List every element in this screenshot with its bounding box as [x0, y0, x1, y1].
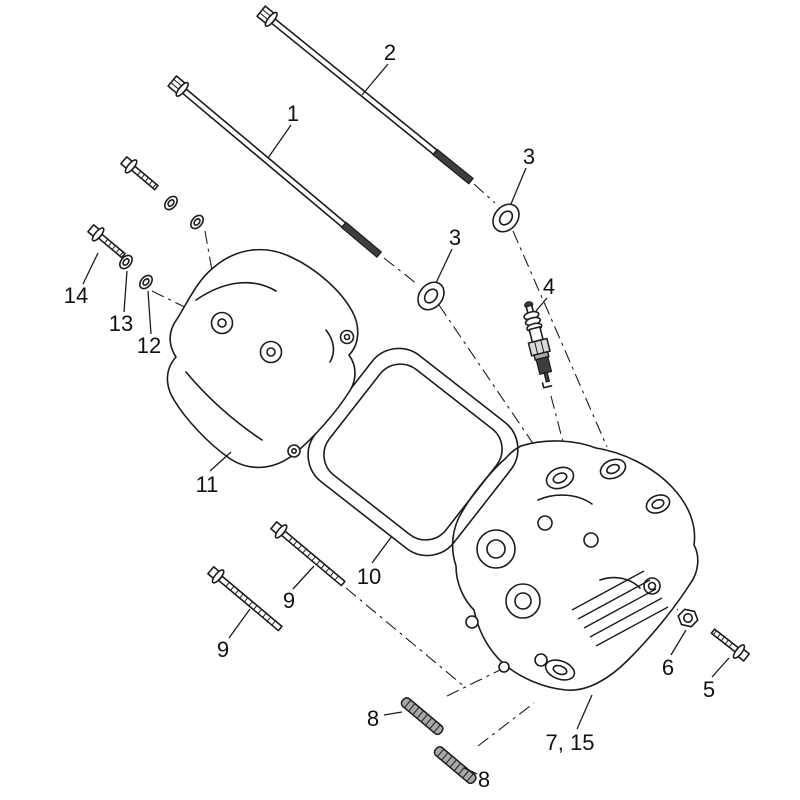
callout-1: 1 — [287, 101, 299, 126]
callout-2: 2 — [384, 40, 396, 65]
callout-11: 11 — [196, 472, 219, 497]
leader-line-5 — [711, 657, 730, 678]
cooling-fin — [571, 570, 645, 611]
part-washer-3-lower — [411, 276, 451, 316]
leader-line-8b — [463, 767, 478, 775]
leader-line-12 — [147, 290, 152, 335]
part-head-bolt-2 — [254, 3, 478, 189]
callout-4: 4 — [543, 274, 555, 299]
callout-9-lower: 9 — [217, 637, 229, 662]
part-cylinder-head-7-15 — [451, 440, 699, 691]
callout-13: 13 — [109, 311, 133, 336]
leader-line-9b — [228, 608, 251, 639]
part-bolt-5 — [707, 624, 753, 665]
axis-line-bolt9-head — [345, 587, 467, 689]
leader-line-1 — [267, 124, 292, 159]
callout-5: 5 — [703, 677, 715, 702]
leader-line-3a — [510, 167, 527, 205]
leader-line-10 — [371, 535, 393, 564]
part-head-bolt-1 — [166, 73, 386, 262]
cooling-fin — [583, 588, 657, 629]
part-cover-bolt-upper — [117, 153, 163, 195]
cooling-fin — [589, 597, 663, 638]
part-flange-bolt-9-lower — [204, 563, 287, 636]
axis-line-stud-lower — [477, 702, 535, 747]
callout-3-lower: 3 — [449, 225, 461, 250]
part-spark-plug-4 — [523, 301, 553, 389]
callout-12: 12 — [137, 333, 161, 358]
axis-line-bolt2-washer — [473, 183, 496, 204]
part-stud-8-lower — [432, 744, 479, 786]
callout-9-upper: 9 — [283, 588, 295, 613]
part-washer-12 — [136, 272, 156, 292]
callout-3-upper: 3 — [523, 144, 535, 169]
leader-line-13 — [123, 270, 128, 313]
cooling-fin — [577, 579, 651, 620]
part-valve-cover-11 — [166, 248, 359, 469]
leader-line-4 — [535, 297, 548, 312]
callout-7-15: 7, 15 — [546, 730, 595, 755]
axis-line-washer-lower-head — [438, 304, 550, 468]
leader-line-7-15 — [576, 694, 593, 730]
leader-line-14 — [82, 252, 99, 285]
callout-6: 6 — [662, 655, 674, 680]
leader-line-3b — [435, 248, 453, 284]
axis-line-bolt1-washer — [383, 257, 418, 285]
leader-line-6 — [670, 629, 687, 656]
axis-line-stud-upper — [446, 669, 501, 697]
callout-14: 14 — [64, 283, 88, 308]
cooling-fin — [595, 606, 669, 647]
part-flange-bolt-9-upper — [267, 518, 350, 591]
part-stud-8-upper — [399, 695, 446, 737]
part-nut-6 — [677, 608, 699, 628]
callout-8-right: 8 — [478, 767, 490, 792]
callout-10: 10 — [357, 564, 381, 589]
part-cover-washer-upper-1 — [161, 193, 181, 213]
callout-8-left: 8 — [367, 706, 379, 731]
leader-line-2 — [361, 63, 389, 96]
leader-line-11 — [209, 451, 232, 472]
part-cover-bolt-14 — [84, 221, 130, 263]
part-washer-3-upper — [486, 198, 526, 238]
leader-line-8a — [383, 711, 403, 716]
leader-line-9a — [292, 565, 315, 590]
axis-line-washer-upper-head — [512, 230, 608, 448]
part-cover-washer-upper-2 — [187, 212, 207, 232]
